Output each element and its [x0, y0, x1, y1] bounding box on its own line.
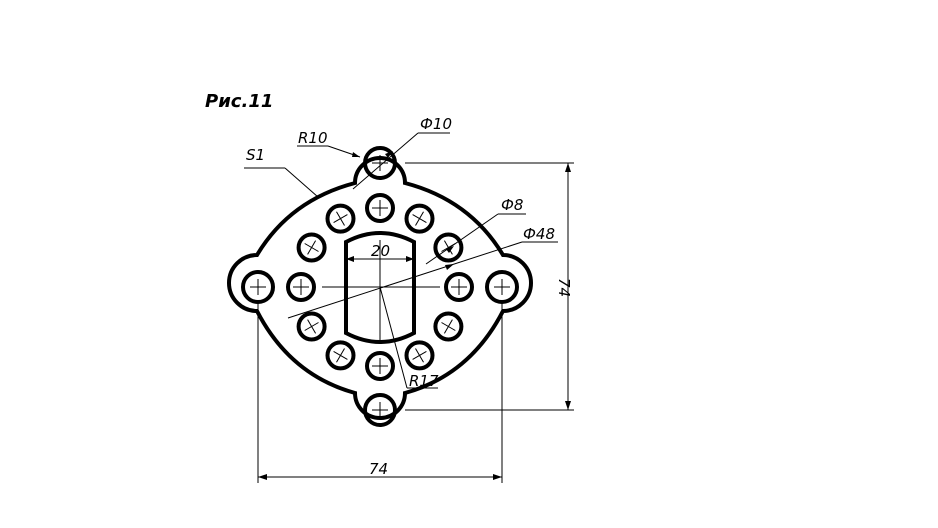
slot-width-dimension: [346, 256, 414, 262]
height-label: 74: [555, 278, 573, 297]
small-hole-centerline: [333, 214, 348, 224]
height-dimension: [405, 162, 574, 411]
small-hole: [433, 311, 464, 342]
slot-width-label: 20: [371, 242, 390, 260]
top-hole-leader: [352, 132, 450, 190]
small-hole-centerline: [412, 350, 427, 360]
small-hole-centerline: [412, 214, 427, 224]
small-hole-label: Ф8: [501, 196, 523, 214]
small-hole: [286, 272, 316, 302]
small-hole: [433, 232, 464, 263]
small-hole: [444, 272, 474, 302]
width-dimension: [257, 302, 503, 483]
small-hole: [365, 351, 395, 381]
small-hole: [404, 340, 435, 371]
boss-radius-leader: [297, 145, 361, 158]
small-hole-centerline: [443, 319, 453, 334]
small-hole: [296, 232, 327, 263]
width-label: 74: [369, 460, 388, 478]
small-hole-centerline: [443, 240, 453, 255]
small-hole: [325, 340, 356, 371]
plate-outline: [227, 156, 533, 420]
hole-circle-leader: [287, 241, 558, 319]
small-hole-centerline: [307, 319, 317, 334]
boss-radius-label: R10: [298, 129, 328, 147]
small-hole: [404, 203, 435, 234]
top-hole: [363, 146, 397, 180]
small-hole: [325, 203, 356, 234]
thickness-leader: [244, 167, 319, 198]
slot-radius-label: R17: [409, 372, 439, 390]
small-hole-leader: [425, 213, 526, 265]
central-slot: [344, 231, 416, 344]
slot-radius-leader: [379, 286, 438, 389]
figure-title: Рис.11: [205, 91, 273, 112]
top-hole-label: Ф10: [420, 115, 452, 133]
small-hole: [365, 193, 395, 223]
hole-circle-label: Ф48: [523, 225, 555, 243]
small-hole-centerline: [333, 350, 348, 360]
bottom-hole: [363, 393, 397, 427]
small-hole-centerline: [307, 240, 317, 255]
thickness-label: S1: [246, 146, 265, 164]
center-marks: [250, 155, 510, 418]
small-hole: [296, 311, 327, 342]
hole-ring: [286, 193, 474, 381]
